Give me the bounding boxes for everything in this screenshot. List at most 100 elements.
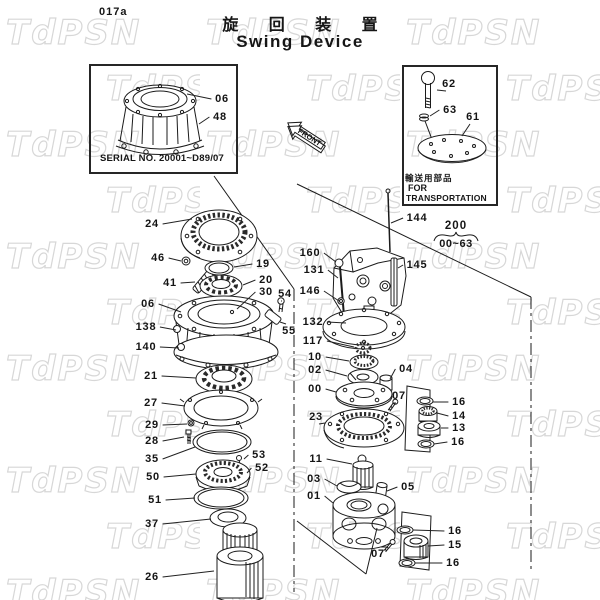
part-label-02: 02 bbox=[308, 364, 322, 376]
part-label-07: 07 bbox=[392, 390, 406, 402]
part-label-132: 132 bbox=[302, 316, 324, 328]
part-label-131: 131 bbox=[303, 264, 325, 276]
part-label-160: 160 bbox=[299, 247, 321, 259]
part-label-24: 24 bbox=[145, 218, 159, 230]
part-label-00: 00 bbox=[308, 383, 322, 395]
part-label-46: 46 bbox=[151, 252, 165, 264]
part-art-16-washer-d bbox=[399, 559, 415, 567]
part-art-146-fitting bbox=[338, 298, 344, 304]
part-art-35-ring bbox=[193, 430, 251, 454]
part-art-19-ring bbox=[205, 261, 233, 275]
part-label-27: 27 bbox=[144, 397, 158, 409]
part-label-07: 07 bbox=[371, 548, 385, 560]
part-art-03-washer bbox=[337, 481, 361, 493]
part-label-35: 35 bbox=[145, 453, 159, 465]
part-label-52: 52 bbox=[255, 462, 269, 474]
sub-assembly-panels bbox=[297, 386, 431, 574]
part-art-16-washer-b bbox=[418, 440, 434, 448]
page-code: 017a bbox=[99, 6, 128, 18]
part-label-30: 30 bbox=[259, 286, 273, 298]
part-label-37: 37 bbox=[145, 518, 159, 530]
part-label-41: 41 bbox=[163, 277, 177, 289]
part-art-117-gear bbox=[356, 343, 370, 353]
transportation-caption-en: TRANSPORTATION bbox=[406, 193, 487, 203]
transportation-caption-jp: 輸送用部品 bbox=[405, 173, 453, 183]
part-label-62: 62 bbox=[442, 78, 456, 90]
part-label-20: 20 bbox=[259, 274, 273, 286]
part-label-06: 06 bbox=[141, 298, 155, 310]
part-label-16: 16 bbox=[448, 525, 462, 537]
part-art-55-clip bbox=[264, 309, 282, 325]
part-art-20-bearing bbox=[200, 275, 242, 297]
part-art-01-carrier bbox=[333, 492, 395, 549]
part-art-00-plate bbox=[336, 382, 392, 408]
part-label-48: 48 bbox=[213, 111, 227, 123]
part-art-15-cylinder bbox=[404, 535, 428, 560]
part-art-29-nut bbox=[188, 420, 194, 426]
part-label-13: 13 bbox=[452, 422, 466, 434]
group-ref-number: 200 bbox=[444, 220, 468, 232]
part-art-23-ring-gear bbox=[324, 409, 404, 448]
part-art-16-washer-c bbox=[397, 526, 413, 534]
part-art-131-dipstick bbox=[335, 259, 344, 316]
serial-number-inset-box bbox=[89, 64, 238, 174]
serial-number-text: SERIAL NO. 20001~D89/07 bbox=[99, 153, 225, 164]
part-label-28: 28 bbox=[145, 435, 159, 447]
part-art-144-rod bbox=[386, 189, 390, 252]
part-label-63: 63 bbox=[443, 104, 457, 116]
part-label-14: 14 bbox=[452, 410, 466, 422]
part-label-29: 29 bbox=[145, 419, 159, 431]
part-art-145-pipe bbox=[391, 258, 397, 306]
part-art-28-bolt bbox=[186, 430, 191, 444]
part-label-138: 138 bbox=[135, 321, 157, 333]
part-label-146: 146 bbox=[299, 285, 321, 297]
part-label-61: 61 bbox=[466, 111, 480, 123]
part-label-144: 144 bbox=[406, 212, 428, 224]
part-label-21: 21 bbox=[144, 370, 158, 382]
part-label-19: 19 bbox=[256, 258, 270, 270]
part-label-16: 16 bbox=[451, 436, 465, 448]
part-label-55: 55 bbox=[282, 325, 296, 337]
part-art-16-washer-a bbox=[417, 397, 433, 405]
part-art-10-coupling bbox=[350, 355, 378, 369]
part-label-54: 54 bbox=[278, 288, 292, 300]
part-label-01: 01 bbox=[307, 490, 321, 502]
part-art-51-ring bbox=[194, 487, 248, 509]
part-label-11: 11 bbox=[309, 453, 323, 465]
part-label-26: 26 bbox=[145, 571, 159, 583]
serial-view-art bbox=[116, 84, 204, 154]
part-art-27-retainer bbox=[180, 390, 262, 429]
part-label-16: 16 bbox=[446, 557, 460, 569]
part-art-13-coupling bbox=[418, 421, 440, 438]
part-art-11-shaft bbox=[353, 455, 373, 490]
part-label-06: 06 bbox=[215, 93, 229, 105]
part-label-145: 145 bbox=[406, 259, 428, 271]
part-art-46-plug bbox=[182, 257, 190, 265]
part-art-26-shaft bbox=[217, 523, 263, 600]
page-title-english: Swing Device bbox=[236, 32, 364, 51]
transportation-inset-box bbox=[402, 65, 498, 206]
transportation-caption-for: FOR bbox=[408, 183, 427, 193]
group-ref-range: 00~63 bbox=[439, 238, 473, 250]
part-art-24-ring-gear bbox=[181, 210, 257, 262]
part-art-06-housing bbox=[174, 296, 279, 369]
part-label-15: 15 bbox=[448, 539, 462, 551]
transportation-view-art bbox=[418, 72, 486, 163]
page-title-japanese: 旋 回 装 置 bbox=[222, 17, 391, 34]
group-ref-brace bbox=[434, 232, 478, 241]
part-label-53: 53 bbox=[252, 449, 266, 461]
part-art-21-bearing bbox=[196, 365, 252, 393]
part-art-motor-flange bbox=[323, 308, 405, 349]
part-label-04: 04 bbox=[399, 363, 413, 375]
leader-lines bbox=[159, 90, 470, 577]
part-label-10: 10 bbox=[308, 351, 322, 363]
part-label-03: 03 bbox=[307, 473, 321, 485]
part-label-16: 16 bbox=[452, 396, 466, 408]
part-label-23: 23 bbox=[309, 411, 323, 423]
part-label-117: 117 bbox=[302, 335, 324, 347]
part-label-05: 05 bbox=[401, 481, 415, 493]
part-label-140: 140 bbox=[135, 341, 157, 353]
